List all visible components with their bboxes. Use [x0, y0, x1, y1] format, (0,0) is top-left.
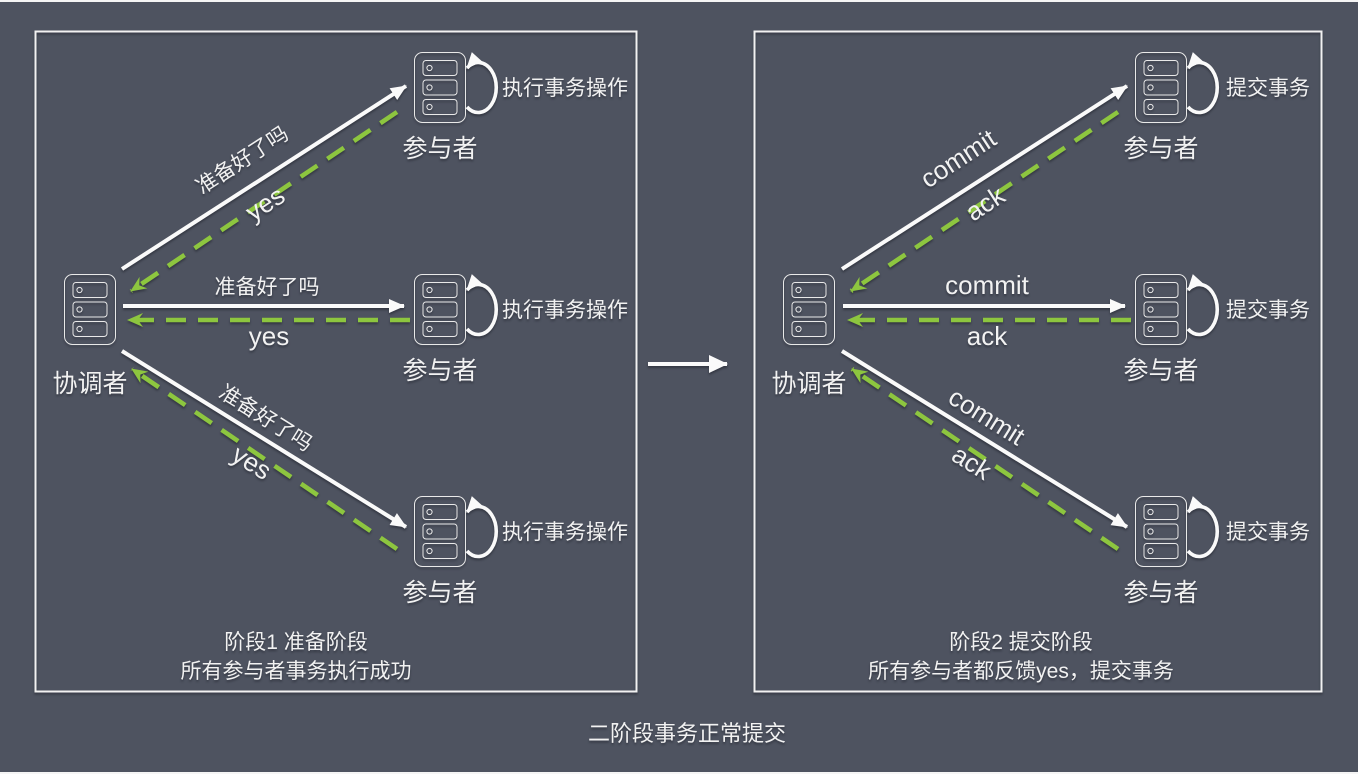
- participant1-label: 参与者: [402, 135, 477, 163]
- coordinator-label: 协调者: [771, 370, 846, 398]
- yes-arrow-bottom: [130, 367, 399, 551]
- loop-label-top: 执行事务操作: [502, 77, 628, 100]
- participant3-label: 参与者: [402, 579, 477, 607]
- diagram-title: 二阶段事务正常提交: [588, 721, 786, 746]
- self-loop-arrow-middle: [465, 274, 499, 337]
- participant1-server-icon: [1135, 52, 1187, 123]
- participant1-label: 参与者: [1123, 135, 1198, 163]
- phase2-panel: 协调者 参与者 参与者 参与者 提交事务 提交事务 提交事务 commit ac…: [753, 30, 1323, 693]
- participant2-server-icon: [1135, 274, 1187, 345]
- prepare-arrow-top: [120, 84, 408, 271]
- self-loop-arrow-bottom: [465, 496, 499, 559]
- loop-label-bottom: 执行事务操作: [502, 521, 628, 544]
- participant1-server-icon: [414, 52, 466, 123]
- self-loop-arrow-bottom: [1186, 496, 1220, 559]
- ack-label-bottom: ack: [947, 439, 998, 486]
- phase1-caption-line2: 所有参与者事务执行成功: [181, 660, 412, 683]
- loop-label-middle: 执行事务操作: [502, 299, 628, 322]
- phase1-panel: 协调者 参与者 参与者 参与者 执行事务操作 执行事务操作 执行事务操作 准备好…: [34, 30, 638, 693]
- prepare-arrow-bottom: [120, 349, 408, 529]
- yes-label-bottom: yes: [227, 439, 277, 486]
- prepare-label-middle: 准备好了吗: [215, 276, 320, 299]
- participant3-label: 参与者: [1123, 579, 1198, 607]
- ack-arrow-top: [849, 110, 1120, 293]
- commit-arrow-bottom: [840, 349, 1129, 529]
- self-loop-arrow-middle: [1186, 274, 1220, 337]
- phase1-panel-border: [34, 30, 638, 693]
- participant2-server-icon: [414, 274, 466, 345]
- phase2-caption-line1: 阶段2 提交阶段: [949, 631, 1093, 654]
- coordinator-server-icon: [64, 274, 116, 345]
- yes-label-middle: yes: [249, 321, 289, 351]
- participant2-label: 参与者: [402, 357, 477, 385]
- phase2-panel-border: [753, 30, 1323, 693]
- bottom-edge-line: [0, 772, 1358, 774]
- loop-label-top: 提交事务: [1226, 77, 1310, 100]
- participant2-label: 参与者: [1123, 357, 1198, 385]
- top-edge-line: [0, 0, 1358, 2]
- coordinator-server-icon: [783, 274, 835, 345]
- self-loop-arrow-top: [465, 52, 499, 115]
- phase2-caption-line2: 所有参与者都反馈yes，提交事务: [868, 660, 1174, 683]
- phase1-caption-line1: 阶段1 准备阶段: [224, 631, 368, 654]
- ack-label-middle: ack: [967, 321, 1008, 351]
- coordinator-label: 协调者: [52, 370, 127, 398]
- loop-label-bottom: 提交事务: [1226, 521, 1310, 544]
- self-loop-arrow-top: [1186, 52, 1220, 115]
- ack-arrow-bottom: [850, 367, 1120, 551]
- loop-label-middle: 提交事务: [1226, 299, 1310, 322]
- commit-arrow-top: [840, 84, 1129, 271]
- yes-arrow-top: [129, 110, 399, 293]
- participant3-server-icon: [1135, 496, 1187, 567]
- participant3-server-icon: [414, 496, 466, 567]
- commit-label-middle: commit: [945, 270, 1030, 300]
